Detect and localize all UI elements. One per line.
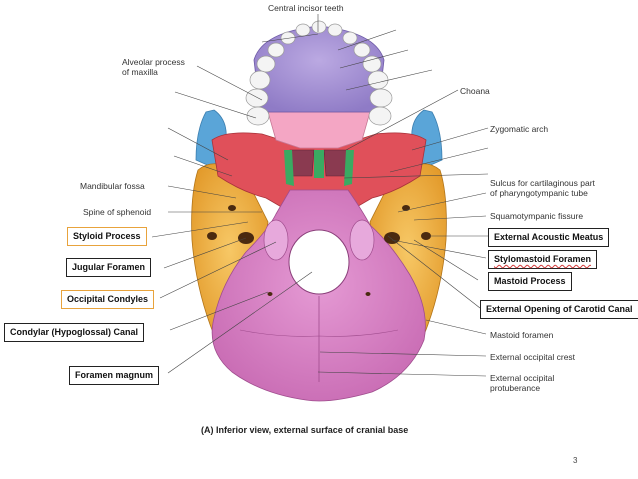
leader-lines [151, 14, 489, 377]
box-jugular-foramen: Jugular Foramen [66, 258, 152, 277]
page-number: 3 [573, 456, 578, 465]
label-alveolar-process: Alveolar process of maxilla [122, 57, 185, 77]
box-external-opening-carotid-canal: External Opening of Carotid Canal [480, 300, 638, 319]
palatine-bone [267, 111, 371, 149]
label-central-incisor-teeth: Central incisor teeth [268, 3, 344, 13]
label-external-occipital-crest: External occipital crest [490, 352, 576, 362]
box-stylomastoid-foramen: Stylomastoid Foramen [488, 250, 598, 269]
occipital-suture-lines [239, 329, 399, 337]
label-mandibular-fossa: Mandibular fossa [80, 181, 145, 191]
stylomastoid-text: Stylomastoid Foramen [494, 254, 592, 264]
label-squamotympanic-fissure: Squamotympanic fissure [490, 211, 584, 221]
choana-left [289, 149, 315, 177]
box-hypoglossal-canal: Condylar (Hypoglossal) Canal [4, 323, 145, 342]
pterygoid-plate-left [284, 150, 294, 186]
label-choana: Choana [460, 86, 490, 96]
label-spine-of-sphenoid: Spine of sphenoid [83, 207, 152, 217]
pterygoid-plate-right [344, 150, 354, 186]
foramen-magnum-shape [288, 229, 350, 295]
label-mastoid-foramen: Mastoid foramen [490, 330, 554, 340]
label-external-occipital-protuberance: External occipital protuberance [490, 373, 555, 393]
box-mastoid-process: Mastoid Process [488, 272, 572, 291]
occipital-condyle-left [263, 219, 289, 261]
figure-caption: (A) Inferior view, external surface of c… [201, 425, 409, 435]
occipital-condyle-right [349, 219, 375, 261]
box-styloid-process: Styloid Process [67, 227, 147, 246]
choana-right [323, 149, 349, 177]
box-external-acoustic-meatus: External Acoustic Meatus [488, 228, 610, 247]
label-sulcus: Sulcus for cartilaginous part of pharyng… [490, 178, 595, 198]
box-occipital-condyles: Occipital Condyles [61, 290, 155, 309]
vomer [314, 150, 324, 178]
box-foramen-magnum: Foramen magnum [69, 366, 160, 385]
label-zygomatic-arch: Zygomatic arch [490, 124, 549, 134]
